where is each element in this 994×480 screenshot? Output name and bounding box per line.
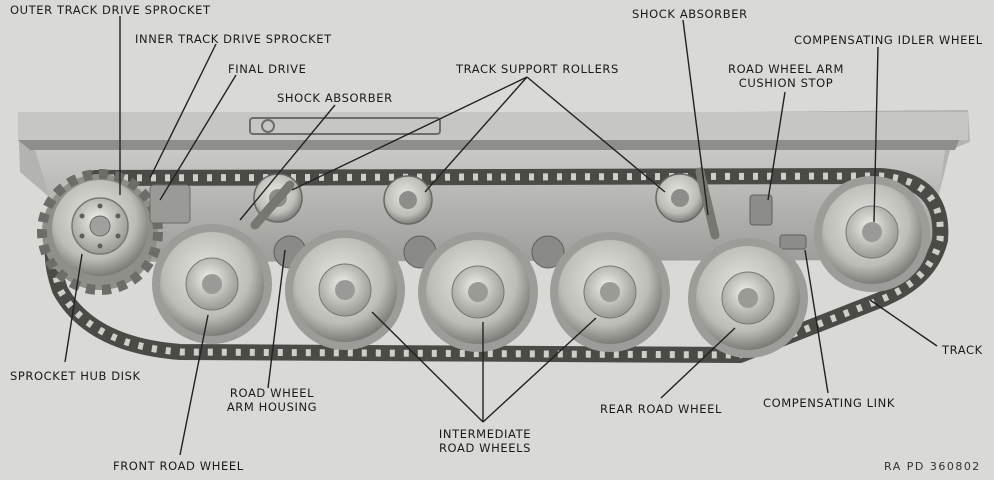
label-line: ROAD WHEEL ARM [727,62,844,76]
label-front-road-wheel: FRONT ROAD WHEEL [113,459,244,473]
label-shock-absorber-rear: SHOCK ABSORBER [632,7,748,21]
drive-sprocket [37,169,163,295]
road-wheels [152,224,808,358]
compensating-idler-wheel [814,176,930,292]
figure-code: RA PD 360802 [884,460,981,473]
leader-lines [64,16,938,456]
cushion-stop [749,194,773,226]
shock-absorbers [250,167,720,240]
label-compensating-link: COMPENSATING LINK [763,396,896,410]
intermediate-road-wheel-2 [418,232,538,352]
label-line: ROAD WHEEL [229,386,315,400]
label-inner-track-drive-sprocket: INNER TRACK DRIVE SPROCKET [135,32,332,46]
final-drive [149,184,191,224]
label-track-support-rollers: TRACK SUPPORT ROLLERS [456,62,619,76]
label-compensating-idler-wheel: COMPENSATING IDLER WHEEL [794,33,983,47]
label-outer-track-drive-sprocket: OUTER TRACK DRIVE SPROCKET [10,3,211,17]
label-road-wheel-arm-cushion-stop: ROAD WHEEL ARM CUSHION STOP [716,62,856,90]
label-intermediate-road-wheels: INTERMEDIATE ROAD WHEELS [415,427,555,455]
front-road-wheel [152,224,272,344]
label-rear-road-wheel: REAR ROAD WHEEL [600,402,722,416]
hull-marking [249,117,441,135]
rear-road-wheel [688,238,808,358]
intermediate-road-wheel-3 [550,232,670,352]
label-sprocket-hub-disk: SPROCKET HUB DISK [10,369,141,383]
label-track: TRACK [942,343,983,357]
label-shock-absorber-front: SHOCK ABSORBER [277,91,393,105]
label-road-wheel-arm-housing: ROAD WHEEL ARM HOUSING [222,386,322,414]
compensating-link [779,234,807,250]
label-line: INTERMEDIATE [438,427,532,441]
label-line: CUSHION STOP [738,76,834,90]
label-final-drive: FINAL DRIVE [228,62,307,76]
label-line: ARM HOUSING [226,400,318,414]
label-line: ROAD WHEELS [438,441,532,455]
intermediate-road-wheel-1 [285,230,405,350]
